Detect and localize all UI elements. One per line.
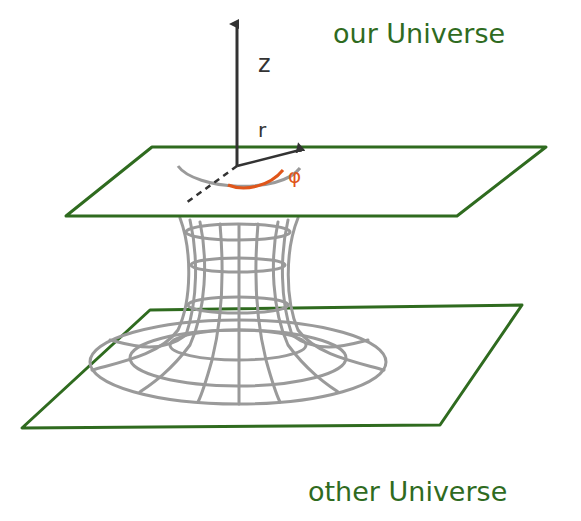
throat-rim-curve	[178, 166, 300, 186]
phi-angle-arc	[228, 170, 283, 188]
universe-label: other Universe	[308, 478, 507, 505]
z-axis-arrow	[236, 24, 239, 166]
axis-label: r	[258, 120, 266, 140]
other-universe-plane	[22, 305, 522, 428]
universe-label: our Universe	[333, 20, 505, 47]
angle-label: φ	[288, 166, 301, 186]
wormhole-surface	[90, 218, 386, 404]
axis-label: z	[258, 52, 271, 76]
our-universe-plane	[66, 147, 546, 216]
r-axis-arrow	[237, 150, 300, 166]
